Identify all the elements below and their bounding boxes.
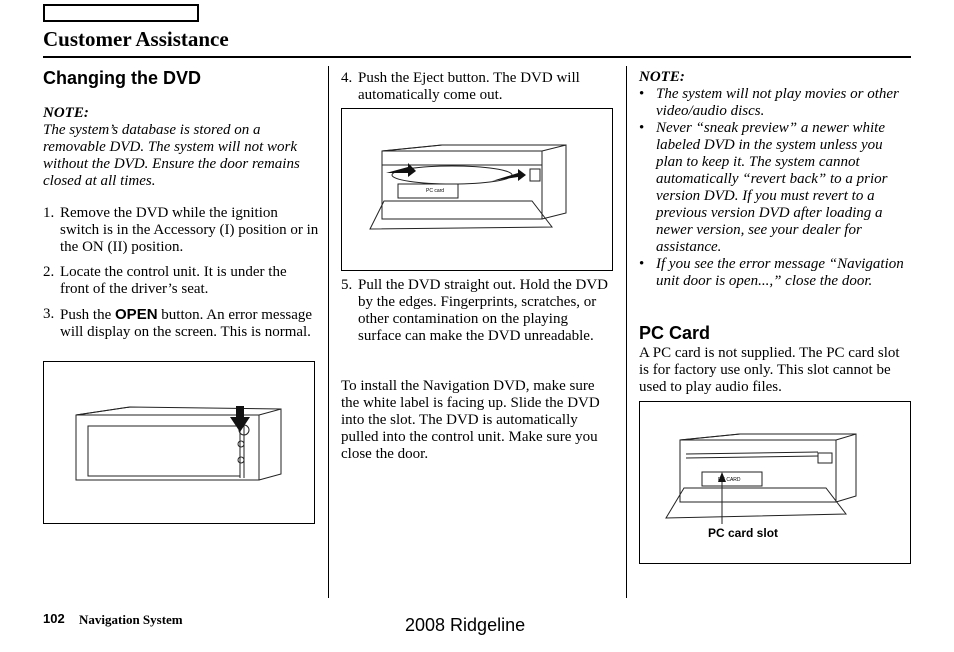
- col3-note: NOTE: • The system will not play movies o…: [639, 69, 911, 290]
- note-label: NOTE:: [43, 105, 89, 121]
- bullet-text: Never “sneak preview” a newer white labe…: [656, 120, 888, 255]
- figure-eject-dvd: PC card: [341, 108, 613, 271]
- bullet-text: The system will not play movies or other…: [656, 86, 899, 119]
- control-unit-illustration: [75, 406, 282, 481]
- step-number: 4.: [341, 70, 353, 86]
- header-tab-box: [43, 4, 199, 22]
- footer-title: Navigation System: [79, 612, 183, 627]
- step-1: 1. Remove the DVD while the ignition swit…: [43, 205, 319, 256]
- install-instructions: To install the Navigation DVD, make sure…: [341, 378, 600, 462]
- step-5: 5. Pull the DVD straight out. Hold the DV…: [341, 277, 613, 345]
- step-text-pre: Push the: [60, 307, 116, 323]
- col1-note: NOTE: The system’s database is stored on…: [43, 105, 319, 190]
- figure-open-button: [43, 361, 315, 524]
- eject-illustration: PC card: [369, 144, 567, 230]
- header-rule: [43, 56, 911, 58]
- step-text-post: button. An error message will display on…: [60, 307, 313, 340]
- bullet-icon: •: [639, 86, 645, 102]
- arrow-up-icon: [718, 472, 726, 482]
- note-bullet-2: • Never “sneak preview” a newer white lab…: [639, 120, 911, 256]
- section-heading-pc-card: PC Card: [639, 323, 711, 343]
- page-title: Customer Assistance: [43, 27, 229, 51]
- step-number: 3.: [43, 306, 55, 322]
- section-heading-changing-dvd: Changing the DVD: [43, 68, 201, 88]
- step-4: 4. Push the Eject button. The DVD will au…: [341, 70, 613, 104]
- fig-card-text: PC CARD: [718, 477, 741, 483]
- note-text: The system’s database is stored on a rem…: [43, 122, 300, 189]
- step-number: 1.: [43, 205, 55, 221]
- step-2: 2. Locate the control unit. It is under t…: [43, 264, 319, 298]
- step-number: 2.: [43, 264, 55, 280]
- note-label: NOTE:: [639, 69, 685, 85]
- figure-pc-card-slot: PC CARD PC card slot: [639, 401, 911, 564]
- col2-step4: 4. Push the Eject button. The DVD will au…: [341, 70, 613, 104]
- step-number: 5.: [341, 277, 353, 293]
- step-text: Remove the DVD while the ignition switch…: [60, 205, 319, 255]
- pc-card-slot-label: PC card slot: [708, 526, 778, 540]
- footer-model: 2008 Ridgeline: [405, 615, 526, 635]
- bullet-icon: •: [639, 120, 645, 136]
- col2-step5: 5. Pull the DVD straight out. Hold the DV…: [341, 277, 613, 345]
- step-text: Push the Eject button. The DVD will auto…: [358, 70, 580, 103]
- bullet-text: If you see the error message “Navigation…: [656, 256, 904, 289]
- note-bullet-1: • The system will not play movies or othe…: [639, 86, 911, 120]
- column-divider-2: [626, 66, 627, 598]
- note-bullet-3: • If you see the error message “Navigatio…: [639, 256, 911, 290]
- step-text: Locate the control unit. It is under the…: [60, 264, 287, 297]
- step-3: 3. Push the OPEN button. An error message…: [43, 306, 319, 341]
- step-text: Pull the DVD straight out. Hold the DVD …: [358, 277, 608, 344]
- column-divider-1: [328, 66, 329, 598]
- pc-card-illustration: PC CARD PC card slot: [665, 433, 857, 540]
- arrow-down-icon: [230, 406, 250, 432]
- fig-card-text: PC card: [426, 188, 444, 194]
- arrow-right-icon: [492, 169, 526, 181]
- open-key-label: OPEN: [115, 306, 158, 323]
- bullet-icon: •: [639, 256, 645, 272]
- col1-steps: 1. Remove the DVD while the ignition swit…: [43, 205, 319, 341]
- pc-card-description: A PC card is not supplied. The PC card s…: [639, 345, 900, 395]
- arrow-left-icon: [386, 163, 416, 177]
- page-number: 102: [43, 611, 65, 626]
